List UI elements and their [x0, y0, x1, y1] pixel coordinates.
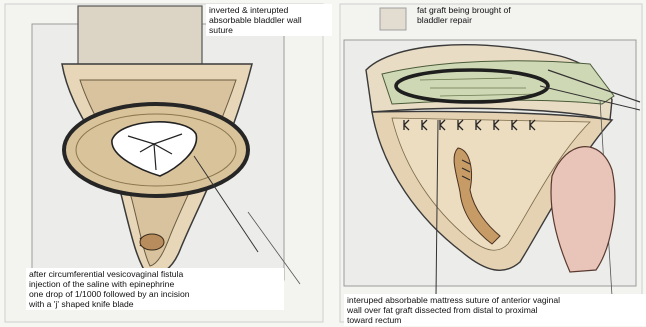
fat-graft-swatch: [380, 8, 406, 30]
label-fat-graft: fat graft being brought of bladdler repa…: [414, 4, 560, 26]
label-mattress-suture: interuped absorbable mattress suture of …: [344, 294, 646, 326]
label-bladder-wall-suture: inverted & interupted absorbable bladdle…: [206, 4, 332, 36]
distal-sutures: [140, 234, 164, 250]
label-fistula-incision: after circumferential vesicovaginal fist…: [26, 268, 284, 310]
right-panel: [340, 4, 642, 322]
